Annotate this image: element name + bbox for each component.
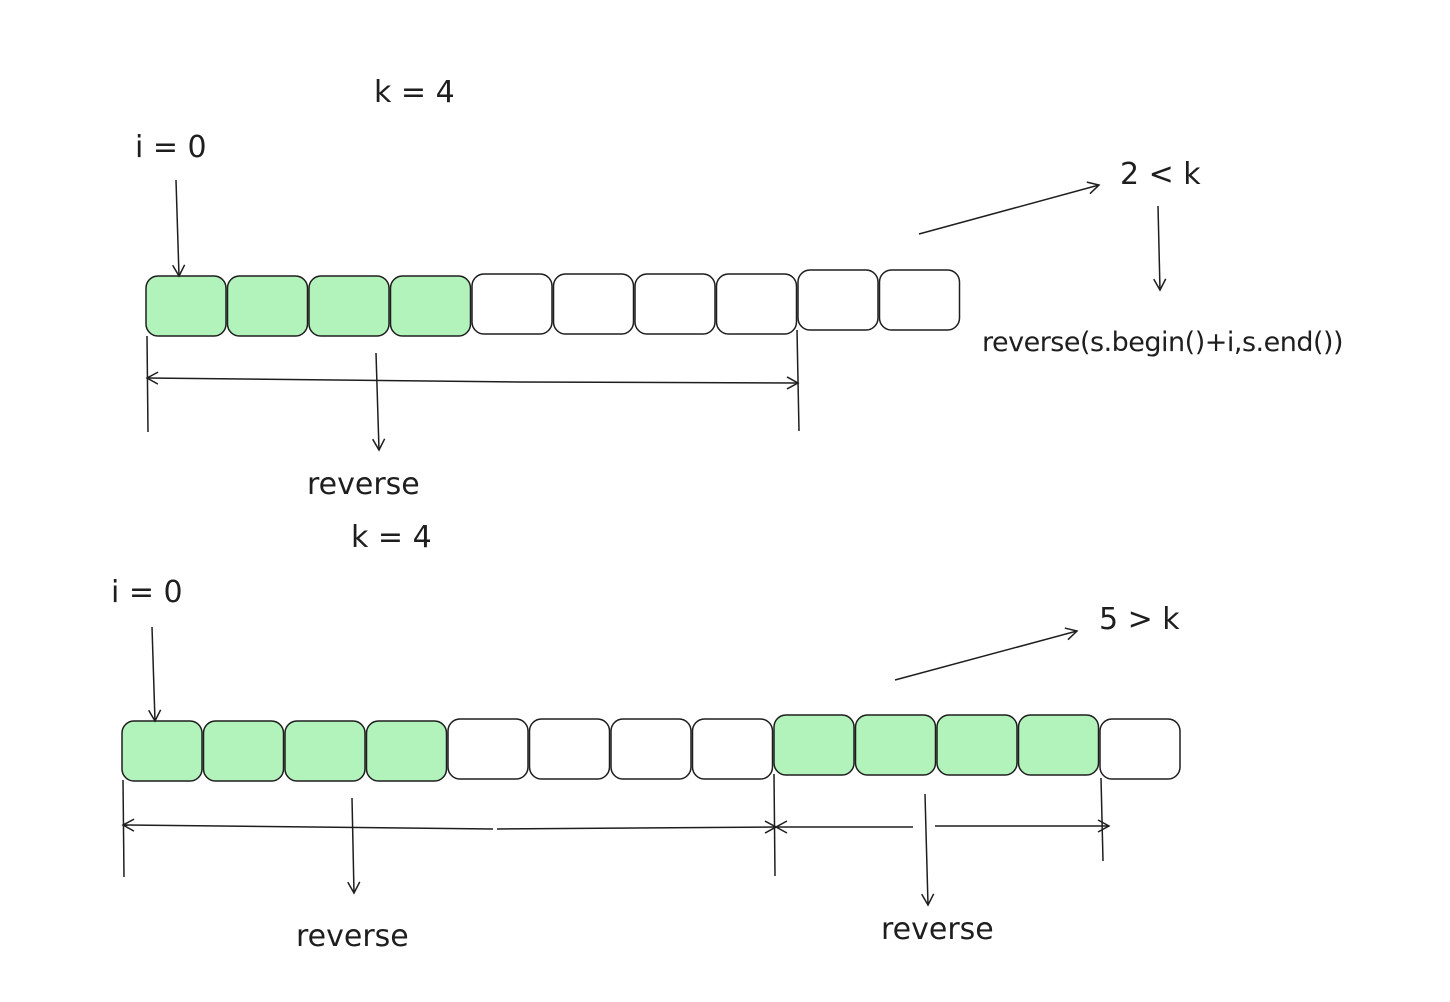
diagram2-cell-9	[773, 714, 855, 776]
diagram2-cell-13	[1099, 718, 1181, 780]
diagram1-cell-9	[797, 269, 879, 331]
diagram2-cell-11	[936, 714, 1018, 776]
diagram1-compare-arrow	[918, 181, 1101, 235]
diagram2-cell-2	[202, 720, 285, 782]
diagram1-compare-label: 2 < k	[1120, 157, 1201, 192]
diagram2-cells	[121, 714, 1181, 782]
diagram2-compare-label: 5 > k	[1099, 602, 1180, 637]
diagram1-k-label: k = 4	[374, 75, 455, 110]
diagram2-cell-8	[691, 718, 774, 780]
diagram2-cell-4	[365, 720, 448, 782]
diagram1-reverse-arrow	[372, 352, 386, 452]
diagram1-reverse-label: reverse	[307, 467, 420, 502]
diagram2-cell-12	[1017, 714, 1100, 776]
diagram1-left-boundary	[146, 335, 149, 433]
diagram1-cell-4	[389, 275, 472, 337]
diagram1-code-label: reverse(s.begin()+i,s.end())	[982, 327, 1344, 358]
diagram2-left-boundary	[122, 779, 125, 878]
diagram2-cell-10	[854, 714, 937, 776]
diagram1-i-pointer-arrow	[172, 179, 186, 278]
diagram1-span-left-arrow	[145, 371, 518, 385]
diagram2-reverse-label-1: reverse	[296, 919, 409, 954]
diagram2-i-label: i = 0	[111, 575, 183, 610]
diagram1-cell-5	[471, 273, 553, 335]
diagram2-span1-left-arrow	[121, 818, 494, 832]
diagram1-code-arrow	[1153, 205, 1167, 292]
diagram2-i-pointer-arrow	[148, 626, 162, 723]
diagram1-cell-2	[226, 275, 309, 337]
diagram1-cells	[145, 269, 961, 337]
diagram2-right-boundary	[1100, 777, 1104, 862]
diagram2-middle-boundary	[773, 773, 776, 877]
diagram1-i-label: i = 0	[135, 130, 207, 165]
diagram2-cell-6	[528, 718, 611, 780]
diagram1-span-right-arrow	[516, 376, 800, 390]
diagram1-cell-1	[145, 275, 227, 337]
diagram1-cell-8	[715, 273, 798, 335]
diagram1-cell-3	[308, 275, 390, 337]
diagram2-span1-right-arrow	[496, 820, 778, 834]
diagram2-cell-7	[610, 718, 692, 780]
diagram2-reverse-arrow-1	[347, 797, 361, 895]
diagram2-reverse-label-2: reverse	[881, 912, 994, 947]
diagram2-cell-1	[121, 720, 203, 782]
diagram1-right-boundary	[796, 329, 800, 432]
diagram2-cell-5	[447, 718, 529, 780]
diagram2-k-label: k = 4	[351, 520, 432, 555]
diagram2-compare-arrow	[894, 627, 1079, 681]
diagram1-cell-10	[878, 269, 961, 331]
diagram2-cell-3	[284, 720, 366, 782]
diagram1-cell-7	[634, 273, 716, 335]
diagram2-reverse-arrow-2	[921, 793, 935, 907]
diagram1-cell-6	[552, 273, 635, 335]
